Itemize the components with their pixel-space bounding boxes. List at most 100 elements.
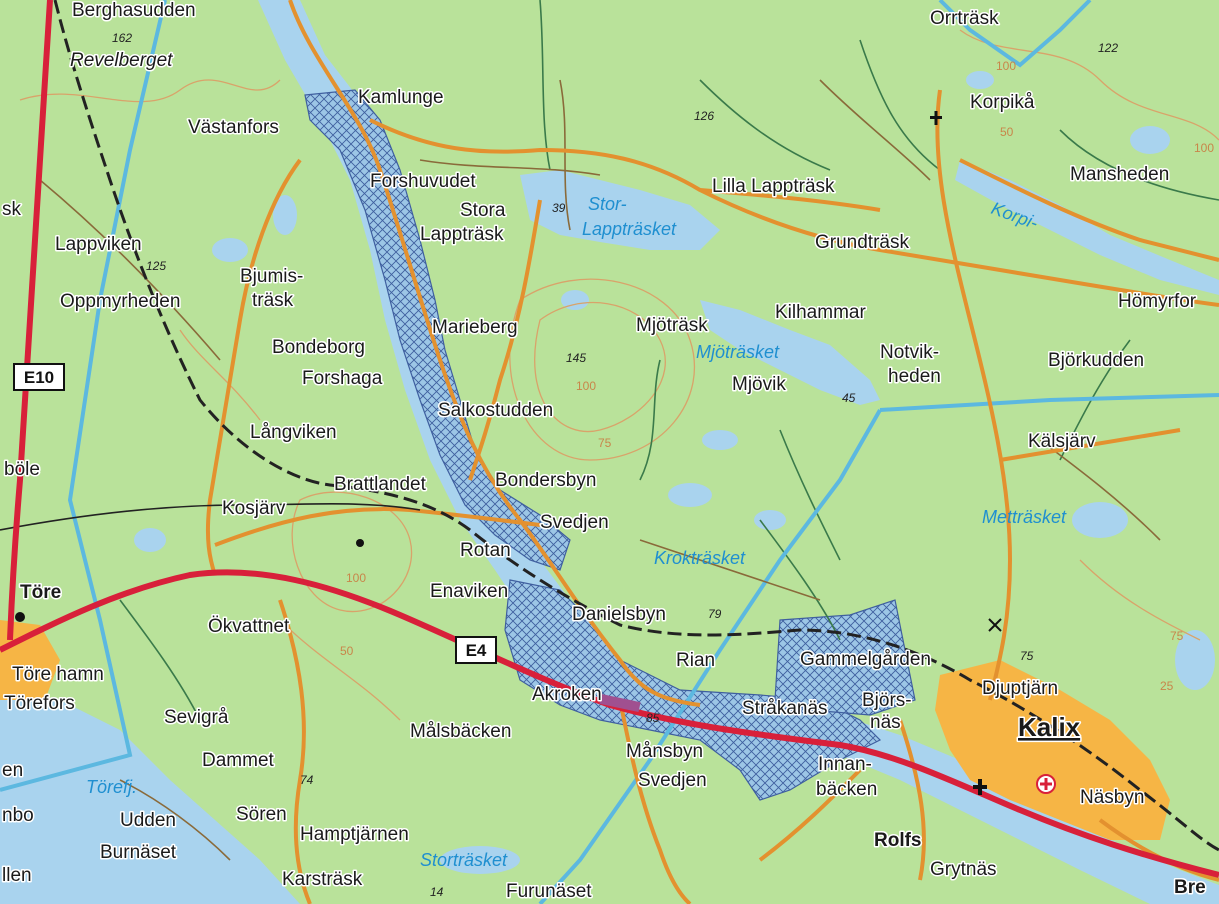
lake-11: [134, 528, 166, 552]
place-lilla-lapptrask: Lilla Lappträsk: [712, 176, 835, 197]
water-lapptrasket: Lappträsket: [582, 219, 677, 239]
contour-label-75: 75: [1170, 629, 1184, 643]
elevation-126: 126: [694, 109, 714, 123]
contour-label-50: 50: [1000, 125, 1014, 139]
place-torefors: Törefors: [4, 693, 75, 714]
water-stortrasket: Storträsket: [420, 850, 508, 870]
place-notvik: Notvik-: [880, 342, 939, 363]
elevation-145: 145: [566, 351, 586, 365]
korpi-river: [955, 160, 1219, 295]
church-icon: [973, 779, 987, 795]
place-berghasudden: Berghasudden: [72, 0, 196, 21]
peak-marker: [356, 539, 364, 547]
contour-lines: [19, 29, 1219, 721]
place-lapptrask: Lappträsk: [420, 224, 504, 245]
contour-label-75: 75: [598, 436, 612, 450]
place-djuptjarn: Djuptjärn: [982, 678, 1058, 699]
lake-6: [1130, 126, 1170, 154]
water-torefj: Törefj.: [86, 777, 137, 797]
contour-labels: 100 100 100 100 75 75 50 50 25: [340, 59, 1214, 693]
lake-12: [702, 430, 738, 450]
place-mjovik: Mjövik: [732, 374, 786, 395]
place-trask: träsk: [252, 290, 294, 311]
place-mansheden: Mansheden: [1070, 164, 1169, 185]
elevation-14: 14: [430, 885, 444, 899]
lake-7: [1072, 502, 1128, 538]
place-okvattnet: Ökvattnet: [208, 616, 290, 637]
place-soren: Sören: [236, 804, 287, 825]
road-label-e10: E10: [24, 368, 54, 387]
place-stora: Stora: [460, 200, 506, 221]
flood-zone-north: [304, 89, 571, 571]
e4-purple-segment: [599, 693, 641, 713]
place-kilhammar: Kilhammar: [775, 302, 866, 323]
lake-9: [1175, 630, 1215, 690]
crossing-icon: [988, 618, 1002, 632]
place-danielsbyn: Danielsbyn: [572, 604, 666, 625]
place-hamptjarnen: Hamptjärnen: [300, 824, 409, 845]
place-bjorkudden: Björkudden: [1048, 350, 1144, 371]
place-rian: Rian: [676, 650, 715, 671]
water-mjotrasket: Mjöträsket: [696, 342, 780, 362]
place-kalix: Kalix: [1018, 712, 1081, 742]
elevation-162: 162: [112, 31, 132, 45]
place-bondersbyn: Bondersbyn: [495, 470, 596, 491]
road-e10: [7, 0, 53, 641]
water-kroktrasket: Krokträsket: [654, 548, 746, 568]
place-karstrask: Karsträsk: [282, 869, 363, 890]
church-icon: [930, 111, 942, 125]
place-nasbyn: Näsbyn: [1080, 787, 1144, 808]
road-shield-e4[interactable]: E4: [455, 636, 497, 664]
place-langviken: Långviken: [250, 422, 337, 443]
contour-label-100: 100: [576, 379, 596, 393]
secondary-roads: [205, 0, 1219, 904]
road-label-e4: E4: [466, 641, 487, 660]
map-symbols: [15, 111, 1056, 795]
tore-marker: [15, 612, 25, 622]
place-svedjen-north: Svedjen: [540, 512, 609, 533]
contour-label-25: 25: [1160, 679, 1174, 693]
road-shield-e10[interactable]: E10: [13, 363, 65, 391]
place-revelberget: Revelberget: [70, 50, 173, 71]
place-en: en: [2, 760, 23, 781]
place-sevigra: Sevigrå: [164, 707, 229, 728]
lake-4: [668, 483, 712, 507]
place-backen: bäcken: [816, 779, 877, 800]
place-bjumis: Bjumis-: [240, 266, 303, 287]
place-kosjarv: Kosjärv: [222, 498, 286, 519]
urban-kalix: [935, 660, 1170, 840]
place-bole: böle: [4, 459, 40, 480]
elevation-125: 125: [146, 259, 166, 273]
place-nbo: nbo: [2, 805, 34, 826]
place-orrtrask: Orrträsk: [930, 8, 999, 29]
place-kamlunge: Kamlunge: [358, 87, 444, 108]
water-stor: Stor-: [588, 194, 627, 214]
place-heden: heden: [888, 366, 941, 387]
place-bre: Bre: [1174, 877, 1206, 898]
place-enaviken: Enaviken: [430, 581, 508, 602]
mjotrasket-lake: [700, 300, 880, 405]
place-korpika: Korpikå: [970, 92, 1035, 113]
place-burnaset: Burnäset: [100, 842, 177, 863]
place-kalsjarv: Kälsjärv: [1028, 431, 1096, 452]
place-furunaset: Furunäset: [506, 881, 592, 902]
place-akroken: Akroken: [532, 684, 602, 705]
lake-10: [440, 846, 520, 874]
elevation-labels: 162 126 122 39 125 145 45 79 75 85 74 14: [112, 31, 1118, 899]
place-innan: Innan-: [818, 754, 872, 775]
place-rotan: Rotan: [460, 540, 511, 561]
place-malsbacken: Målsbäcken: [410, 721, 511, 742]
place-marieberg: Marieberg: [432, 317, 518, 338]
lake-8: [966, 71, 994, 89]
place-oppmyrheden: Oppmyrheden: [60, 291, 180, 312]
place-rolfs: Rolfs: [874, 830, 922, 851]
elevation-74: 74: [300, 773, 314, 787]
elevation-79: 79: [708, 607, 722, 621]
place-mjotrask: Mjöträsk: [636, 315, 708, 336]
place-salkostudden: Salkostudden: [438, 400, 553, 421]
lake-1: [273, 195, 297, 235]
place-bjorsnas-2: näs: [870, 712, 901, 733]
